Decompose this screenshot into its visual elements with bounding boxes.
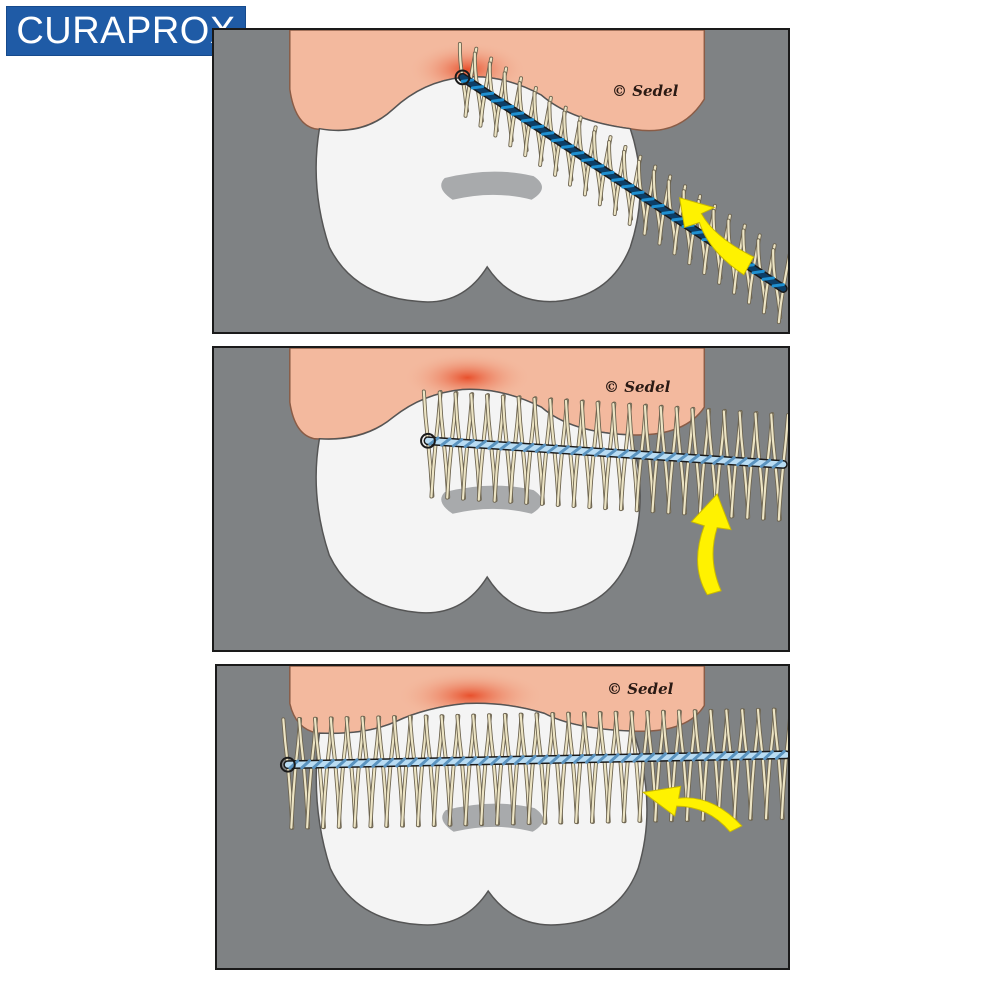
panel-2-drawing — [289, 348, 788, 614]
artist-credit: © Sedel — [604, 378, 671, 396]
decay-spot — [441, 171, 542, 200]
interdental-brush-icon — [420, 389, 788, 522]
gum-inflammation — [403, 351, 532, 404]
interdental-brush-icon — [279, 707, 788, 830]
illustration-panel-2: © Sedel — [212, 346, 790, 652]
panel-3-drawing — [279, 666, 788, 926]
decay-spot — [441, 485, 542, 514]
panel-1-drawing — [289, 30, 788, 325]
curved-motion-arrow-icon — [690, 493, 732, 596]
illustration-panel-3: © Sedel — [215, 664, 790, 970]
artist-credit: © Sedel — [607, 680, 674, 698]
illustration-panel-1: © Sedel — [212, 28, 790, 334]
curved-motion-arrow-icon — [641, 785, 743, 833]
curaprox-logo: CURAPROX — [6, 6, 246, 56]
curved-motion-arrow-icon — [679, 197, 755, 276]
artist-credit: © Sedel — [612, 82, 679, 100]
